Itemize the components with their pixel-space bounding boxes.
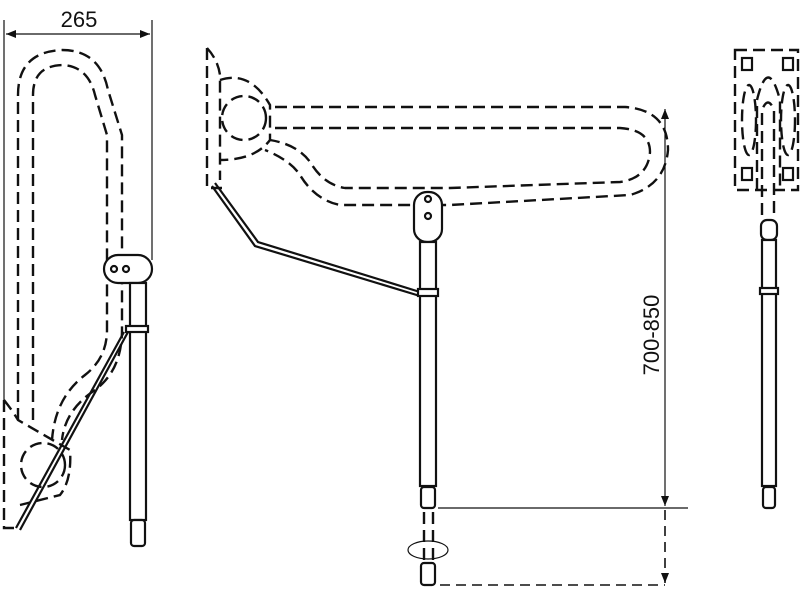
support-strut (15, 331, 129, 531)
pivot-hole (109, 264, 119, 274)
leg-extension-dashed (422, 512, 435, 565)
hinge-circle (19, 441, 67, 489)
mounting-hole (740, 166, 754, 182)
unfolded-side-view (205, 47, 670, 587)
mounting-hole (781, 56, 795, 72)
front-view (733, 48, 800, 510)
rail-outer-edge (264, 105, 670, 207)
support-leg-tube (418, 240, 438, 488)
hinge-disc (779, 83, 797, 157)
strut-clamp (124, 324, 150, 334)
wall-bracket (2, 399, 72, 530)
wall-bracket (205, 47, 222, 190)
pivot-hole (423, 211, 433, 221)
leg-foot (419, 485, 437, 510)
rail-front-inner (760, 101, 776, 215)
support-leg-tube (128, 281, 148, 522)
hinge-disc (740, 83, 758, 157)
folded-side-view: 265 (2, 7, 154, 548)
leg-hinge-block (759, 218, 779, 242)
leg-foot-extended (419, 561, 437, 587)
rail-inner-edge (31, 63, 109, 441)
strut-clamp (758, 286, 780, 296)
support-leg-tube (760, 238, 778, 488)
rail-outer-edge (16, 48, 124, 441)
width-dimension-label: 265 (61, 7, 98, 32)
height-dimension: 700-850 (438, 109, 688, 586)
pivot-hole (121, 264, 131, 274)
wall-plate (733, 48, 800, 192)
leg-foot (129, 518, 147, 548)
mounting-hole (781, 166, 795, 182)
rail-inner-edge (269, 126, 652, 190)
height-dimension-label: 700-850 (639, 295, 664, 376)
rail-front (755, 76, 782, 190)
strut-clamp (416, 287, 440, 298)
hinge-circle (220, 94, 268, 142)
support-strut (211, 182, 421, 298)
rotate-adjust-icon (407, 540, 449, 560)
leg-foot (761, 485, 777, 510)
pivot-hole (423, 194, 433, 204)
mounting-hole (740, 56, 754, 72)
leg-hinge-block (412, 190, 444, 244)
bracket-housing (219, 76, 272, 162)
